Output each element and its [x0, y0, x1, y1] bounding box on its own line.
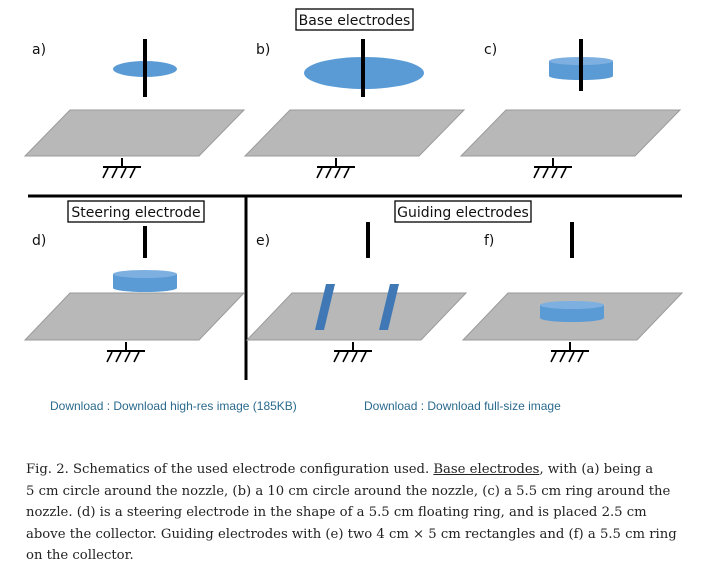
- panel-e: e): [245, 222, 468, 363]
- nozzle: [366, 222, 370, 258]
- panel-e-label: e): [256, 233, 270, 249]
- nozzle: [143, 226, 147, 258]
- collector-plate: [23, 292, 246, 341]
- panel-c: c): [459, 39, 682, 179]
- panel-d-label: d): [32, 233, 46, 249]
- base-electrodes-link[interactable]: Base electrodes: [433, 462, 540, 477]
- collector-plate: [459, 109, 682, 157]
- ground-symbol: [333, 341, 373, 363]
- panel-f-label: f): [484, 233, 494, 249]
- nozzle: [361, 39, 365, 97]
- download-highres-link[interactable]: Download : Download high-res image (185K…: [50, 399, 297, 413]
- download-fullsize-link[interactable]: Download : Download full-size image: [364, 399, 561, 413]
- panel-b: b): [243, 39, 466, 179]
- collector-plate: [245, 292, 468, 341]
- nozzle: [579, 39, 583, 91]
- rectangle-electrode-left: [315, 284, 335, 330]
- caption-line-1: Fig. 2. Schematics of the used electrode…: [26, 462, 654, 477]
- rectangle-electrode-right: [379, 284, 399, 330]
- ground-symbol: [316, 157, 356, 179]
- floating-ring-electrode: [113, 274, 177, 288]
- figure-caption: Fig. 2. Schematics of the used electrode…: [26, 459, 686, 567]
- panel-a: a): [23, 39, 246, 179]
- panel-d: d): [23, 226, 246, 363]
- svg-text:Base electrodes: Base electrodes: [299, 13, 411, 29]
- panel-f: f): [461, 222, 684, 363]
- caption-line-4: above the collector. Guiding electrodes …: [26, 526, 677, 542]
- base-electrodes-header: Base electrodes: [295, 8, 414, 31]
- caption-line-5: on the collector.: [26, 548, 134, 564]
- caption-line-3: nozzle. (d) is a steering electrode in t…: [26, 505, 647, 521]
- collector-plate: [243, 109, 466, 157]
- ground-symbol: [533, 157, 573, 179]
- guiding-electrodes-header: Guiding electrodes: [394, 200, 532, 223]
- panel-a-label: a): [32, 42, 46, 58]
- svg-text:Steering electrode: Steering electrode: [71, 205, 200, 221]
- ground-symbol: [550, 341, 590, 363]
- steering-electrode-header: Steering electrode: [67, 200, 205, 223]
- collector-plate: [23, 109, 246, 157]
- svg-text:Guiding electrodes: Guiding electrodes: [397, 205, 529, 221]
- electrode-schematic-figure: Base electrodes Steering electrode Guidi…: [23, 8, 684, 380]
- nozzle: [570, 222, 574, 258]
- download-links: Download : Download high-res image (185K…: [0, 399, 706, 417]
- nozzle: [143, 39, 147, 97]
- ground-symbol: [106, 341, 146, 363]
- ground-symbol: [102, 157, 142, 179]
- panel-c-label: c): [484, 42, 497, 58]
- panel-b-label: b): [256, 42, 270, 58]
- caption-line-2: 5 cm circle around the nozzle, (b) a 10 …: [26, 483, 671, 499]
